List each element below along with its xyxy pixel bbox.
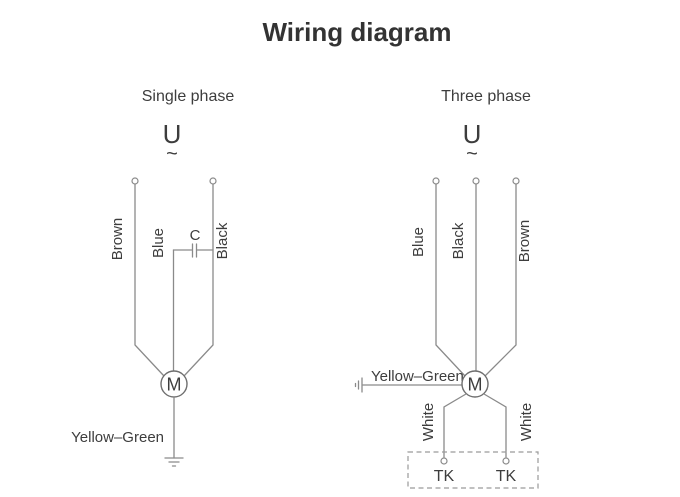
tk-terminal-left-label: TK [434,468,455,485]
three-phase-white-wire-right [483,393,507,458]
single-phase-brown-label: Brown [109,218,126,261]
three-phase-black-label: Black [450,222,467,259]
white-wire-left-label: White [420,403,437,441]
three-phase-motor-icon [461,370,489,398]
three-phase-blue-wire [435,183,466,377]
thermal-protector-box [407,451,539,489]
single-phase-diagram: Single phase U ~ C Brown Blue Black [71,88,235,467]
three-phase-terminal-left [432,177,440,185]
single-phase-terminal-right [209,177,217,185]
three-phase-ac-icon: ~ [466,143,478,165]
single-phase-terminal-left [131,177,139,185]
single-phase-brown-wire [134,183,165,377]
three-phase-voltage-symbol: U [463,119,482,149]
tk-terminal-right-label: TK [496,468,517,485]
three-phase-terminal-middle [472,177,480,185]
three-phase-earth-label: Yellow–Green [371,368,464,385]
single-phase-earth-label: Yellow–Green [71,429,164,446]
tk-terminal-right-icon [502,457,510,465]
three-phase-brown-label: Brown [516,220,533,263]
single-phase-black-label: Black [214,222,231,259]
three-phase-motor-label: M [468,375,483,395]
capacitor-label: C [190,227,201,244]
white-wire-right-label: White [518,403,535,441]
three-phase-white-wire-left [443,393,467,458]
three-phase-terminal-right [512,177,520,185]
page-title: Wiring diagram [262,17,451,47]
three-phase-diagram: Three phase U ~ Blue Black Brown Yellow–… [354,88,539,489]
single-phase-motor-label: M [167,375,182,395]
three-phase-ground-icon [354,377,363,393]
tk-terminal-left-icon [440,457,448,465]
single-phase-voltage-symbol: U [163,119,182,149]
three-phase-blue-label: Blue [410,227,427,257]
single-phase-blue-label: Blue [150,228,167,258]
three-phase-brown-wire [484,183,517,377]
single-phase-heading: Single phase [142,88,235,105]
single-phase-ground-icon [164,457,184,467]
single-phase-ac-icon: ~ [166,143,178,165]
single-phase-black-wire [183,183,214,377]
three-phase-heading: Three phase [441,88,531,105]
